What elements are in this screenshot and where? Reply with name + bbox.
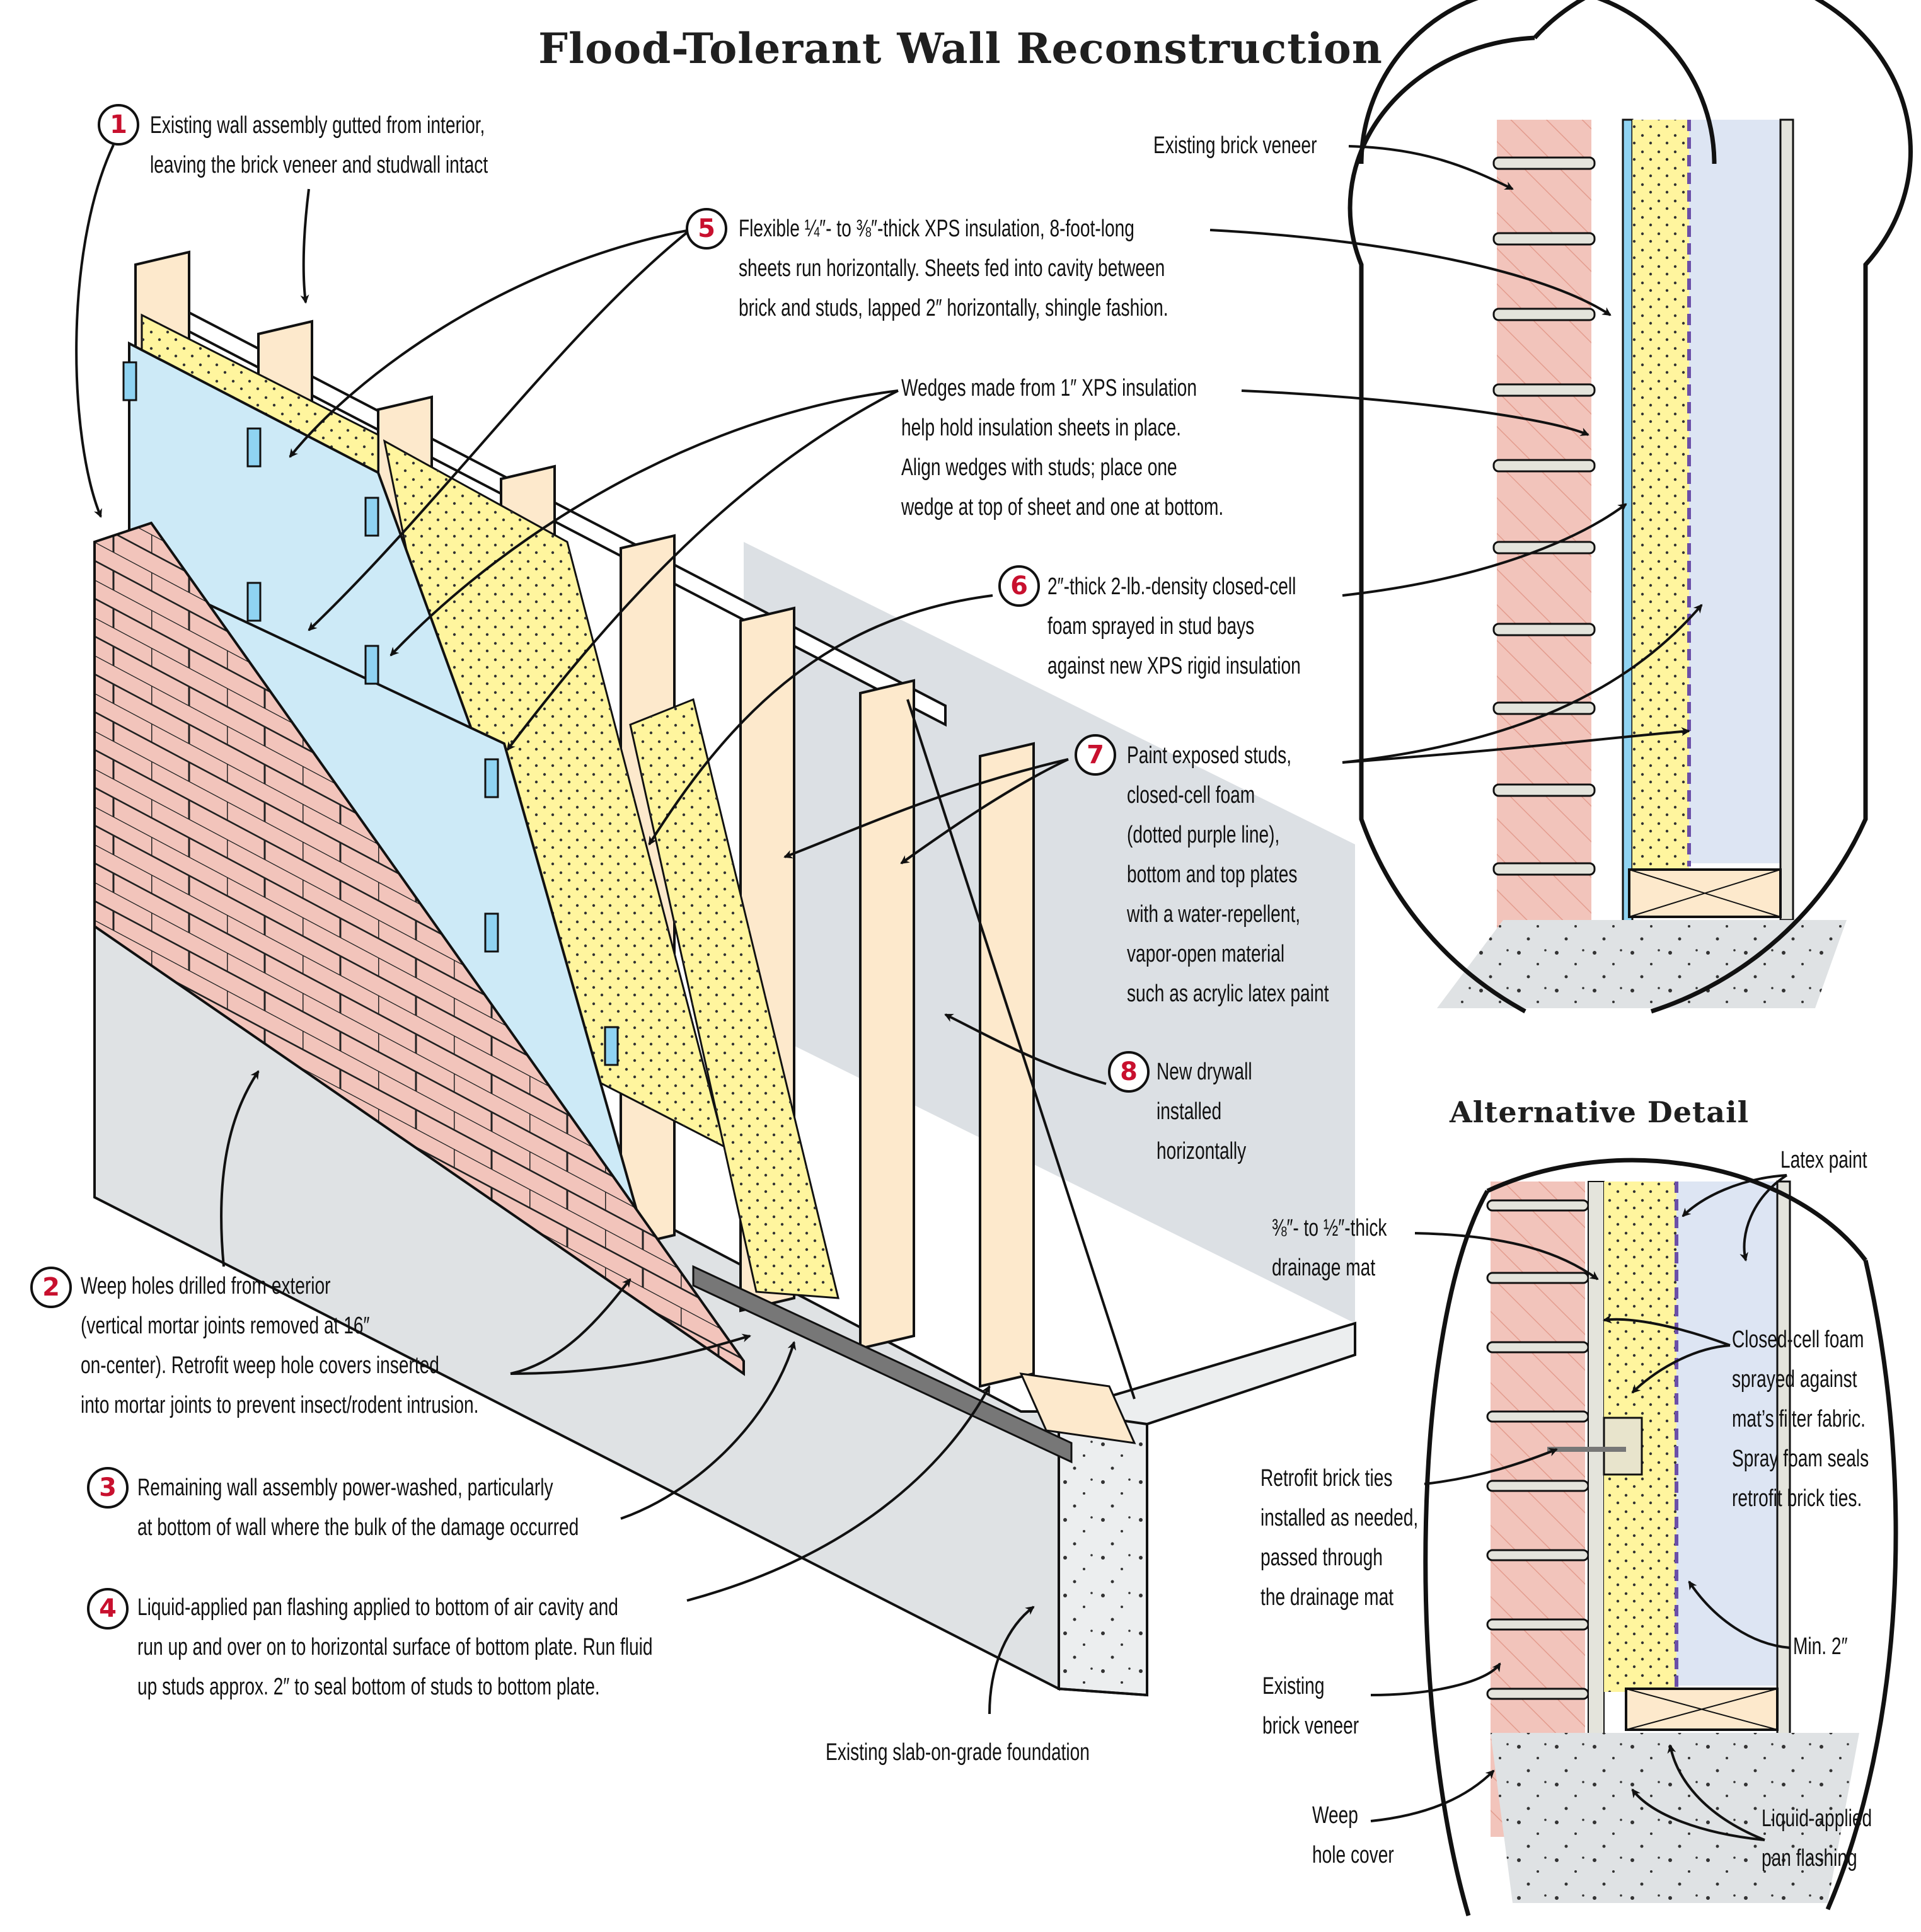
callout-line: vapor-open material [1127, 941, 1285, 967]
label-line: Closed-cell foam [1732, 1326, 1864, 1353]
callout-number-4: 4 [87, 1588, 129, 1630]
callout-line: help hold insulation sheets in place. [901, 415, 1181, 441]
foundation-label: Existing slab-on-grade foundation [826, 1739, 1090, 1766]
label-line: Weep [1312, 1802, 1358, 1829]
callout-line: bottom and top plates [1127, 861, 1298, 888]
callout-6-text: 2″-thick 2-lb.-density closed-cell foam … [1047, 567, 1301, 686]
label-line: Retrofit brick ties [1260, 1465, 1393, 1492]
weep-hole-cover-label: Weep hole cover [1312, 1796, 1394, 1875]
label-line: brick veneer [1262, 1713, 1359, 1739]
label-line: the drainage mat [1260, 1584, 1394, 1611]
callout-line: Paint exposed studs, [1127, 742, 1292, 769]
callout-line: Flexible ¼″- to ⅜″-thick XPS insulation,… [739, 216, 1134, 242]
alt-brick-veneer-label: Existing brick veneer [1262, 1667, 1359, 1746]
callout-8-text: New drywall installed horizontally [1157, 1052, 1252, 1171]
callout-line: such as acrylic latex paint [1127, 980, 1329, 1007]
label-line: Spray foam seals [1732, 1446, 1869, 1472]
brick-veneer [93, 521, 745, 1376]
callout-line: foam sprayed in stud bays [1047, 613, 1255, 640]
callout-number-2: 2 [30, 1267, 72, 1308]
callout-2-text: Weep holes drilled from exterior (vertic… [81, 1267, 478, 1425]
callout-line: at bottom of wall where the bulk of the … [137, 1514, 579, 1541]
leader-lines [75, 144, 1107, 1715]
callout-line: Wedges made from 1″ XPS insulation [901, 375, 1197, 401]
callout-line: Remaining wall assembly power-washed, pa… [137, 1475, 553, 1501]
callout-line: brick and studs, lapped 2″ horizontally,… [739, 295, 1168, 321]
callout-line: run up and over on to horizontal surface… [137, 1634, 653, 1660]
xps-wedges [122, 361, 619, 1066]
min-2-inch-label: Min. 2″ [1793, 1633, 1848, 1660]
callout-line: against new XPS rigid insulation [1047, 653, 1301, 679]
label-line: hole cover [1312, 1842, 1394, 1868]
callout-line: leaving the brick veneer and studwall in… [150, 152, 488, 178]
detail-section-top [1209, 0, 1913, 1014]
alternative-detail-title: Alternative Detail [1450, 1095, 1750, 1129]
callout-line: (dotted purple line), [1127, 822, 1280, 848]
callout-line: Weep holes drilled from exterior [81, 1273, 331, 1299]
callout-line: up studs approx. 2″ to seal bottom of st… [137, 1674, 600, 1700]
label-line: installed as needed, [1260, 1505, 1419, 1531]
new-drywall [906, 699, 1136, 1400]
callout-3-text: Remaining wall assembly power-washed, pa… [137, 1468, 579, 1548]
callout-line: sheets run horizontally. Sheets fed into… [739, 255, 1165, 282]
label-line: mat’s filter fabric. [1732, 1406, 1866, 1432]
callout-line: horizontally [1157, 1138, 1247, 1164]
pan-flashing-label: Liquid-applied pan flashing [1762, 1799, 1872, 1878]
page-title: Flood-Tolerant Wall Reconstruction [538, 24, 1383, 73]
callout-number-5: 5 [686, 208, 727, 250]
callout-line: 2″-thick 2-lb.-density closed-cell [1047, 573, 1296, 600]
callout-number-3: 3 [87, 1467, 129, 1509]
detail-brick-veneer-label: Existing brick veneer [1153, 132, 1317, 159]
callout-line: Liquid-applied pan flashing applied to b… [137, 1594, 618, 1621]
callout-line: closed-cell foam [1127, 782, 1255, 808]
callout-7-text: Paint exposed studs, closed-cell foam (d… [1127, 736, 1329, 1014]
label-line: drainage mat [1272, 1255, 1376, 1281]
callout-line: New drywall [1157, 1059, 1252, 1085]
drainage-mat-label: ⅜″- to ½″-thick drainage mat [1272, 1209, 1387, 1288]
callout-line: Existing wall assembly gutted from inter… [150, 112, 485, 139]
latex-paint-label: Latex paint [1780, 1147, 1867, 1173]
closed-cell-foam-label: Closed-cell foam sprayed against mat’s f… [1732, 1320, 1869, 1519]
retrofit-brick-ties-label: Retrofit brick ties installed as needed,… [1260, 1459, 1418, 1618]
callout-5-text: Flexible ¼″- to ⅜″-thick XPS insulation,… [739, 209, 1168, 328]
callout-number-8: 8 [1108, 1051, 1150, 1093]
callout-line: wedge at top of sheet and one at bottom. [901, 494, 1224, 520]
label-line: Existing [1262, 1673, 1325, 1699]
callout-line: Align wedges with studs; place one [901, 454, 1177, 481]
label-line: sprayed against [1732, 1366, 1857, 1393]
detail-section-alternative [1370, 1158, 1898, 1916]
callout-number-6: 6 [998, 565, 1040, 607]
callout-line: (vertical mortar joints removed at 16″ [81, 1313, 370, 1339]
callout-line: on-center). Retrofit weep hole covers in… [81, 1352, 439, 1379]
label-line: pan flashing [1762, 1845, 1857, 1872]
label-line: ⅜″- to ½″-thick [1272, 1215, 1387, 1241]
label-line: Liquid-applied [1762, 1805, 1872, 1832]
callout-line: into mortar joints to prevent insect/rod… [81, 1392, 479, 1418]
callout-line: with a water-repellent, [1127, 901, 1301, 928]
callout-line: installed [1157, 1098, 1222, 1125]
pan-flashing [692, 1265, 1136, 1464]
callout-4-text: Liquid-applied pan flashing applied to b… [137, 1588, 653, 1707]
label-line: passed through [1260, 1544, 1383, 1571]
wedges-callout-text: Wedges made from 1″ XPS insulation help … [901, 369, 1223, 527]
callout-1-text: Existing wall assembly gutted from inter… [150, 106, 488, 185]
label-line: retrofit brick ties. [1732, 1485, 1862, 1512]
callout-number-1: 1 [98, 104, 139, 146]
callout-number-7: 7 [1075, 734, 1116, 776]
